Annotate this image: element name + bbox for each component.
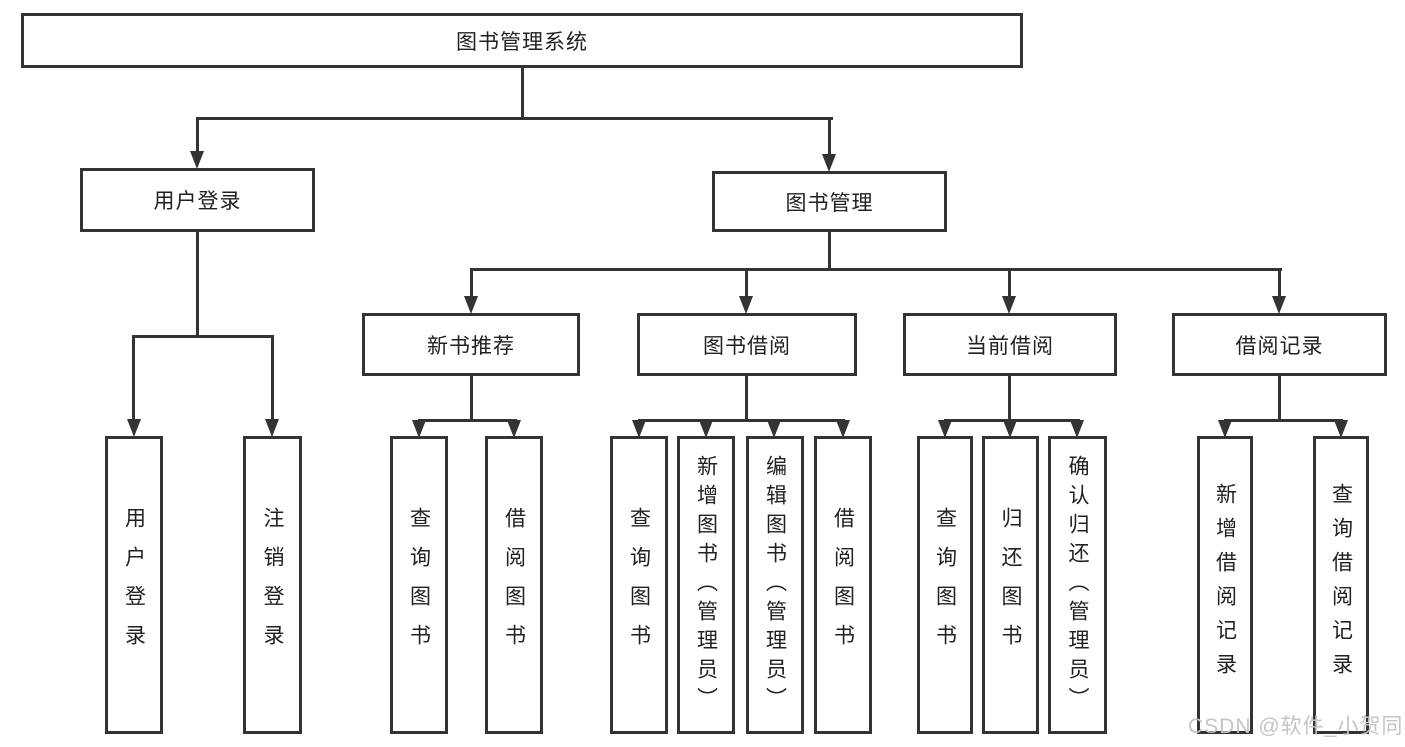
node-root: 图书管理系统: [21, 13, 1023, 68]
arrow-head-borrowing-records: [1272, 296, 1286, 314]
connector-root-drop-right: [828, 117, 831, 156]
arrow-head-user-login: [190, 151, 204, 169]
connector-root-drop-left: [196, 117, 199, 153]
arrow-head-query-books-borrowing: [632, 420, 646, 438]
arrow-head-leaf-user-login: [127, 419, 141, 437]
node-current-borrowing: 当前借阅: [903, 313, 1117, 376]
arrow-head-query-borrow-record: [1334, 420, 1348, 438]
connector-recommend-bar: [418, 419, 517, 422]
arrow-head-book-management: [822, 154, 836, 172]
connector-current-stem: [1008, 374, 1011, 419]
connector-userlogin-drop-1: [132, 335, 135, 420]
node-user-login: 用户登录: [80, 168, 315, 232]
connector-bookmgmt-drop-3: [1008, 268, 1011, 298]
node-book-borrowing: 图书借阅: [637, 313, 857, 376]
connector-bookmgmt-stem: [828, 230, 831, 268]
arrow-head-borrow-books-recommend: [507, 420, 521, 438]
leaf-borrow-books-recommend: 借阅图书: [485, 436, 543, 734]
leaf-confirm-return-admin: 确认归还（管理员）: [1048, 436, 1107, 734]
leaf-borrow-books-borrowing: 借阅图书: [814, 436, 872, 734]
leaf-add-borrow-record: 新增借阅记录: [1197, 436, 1253, 734]
connector-userlogin-stem: [196, 230, 199, 335]
connector-bookmgmt-drop-4: [1278, 268, 1281, 298]
arrow-head-add-books-admin: [699, 420, 713, 438]
node-book-management: 图书管理: [712, 171, 947, 232]
connector-recommend-stem: [470, 374, 473, 419]
connector-borrowing-stem: [745, 374, 748, 419]
arrow-head-book-borrowing: [739, 296, 753, 314]
leaf-edit-books-admin: 编辑图书（管理员）: [746, 436, 804, 734]
leaf-return-books: 归还图书: [982, 436, 1039, 734]
arrow-head-leaf-logout: [265, 419, 279, 437]
arrow-head-confirm-return-admin: [1070, 420, 1084, 438]
connector-root-stem: [521, 66, 524, 119]
connector-bookmgmt-bar: [470, 268, 1282, 271]
arrow-head-new-book-recommend: [464, 296, 478, 314]
node-new-book-recommend: 新书推荐: [362, 313, 580, 376]
arrow-head-add-borrow-record: [1218, 420, 1232, 438]
connector-root-bar: [196, 117, 833, 120]
connector-records-stem: [1278, 374, 1281, 419]
leaf-query-books-borrowing: 查询图书: [610, 436, 668, 734]
connector-bookmgmt-drop-1: [470, 268, 473, 298]
arrow-head-return-books: [1003, 420, 1017, 438]
arrow-head-edit-books-admin: [767, 420, 781, 438]
connector-userlogin-drop-2: [271, 335, 274, 420]
node-borrowing-records: 借阅记录: [1172, 313, 1387, 376]
leaf-user-login: 用户登录: [105, 436, 163, 734]
csdn-watermark: CSDN @软件_小贺同学: [1188, 715, 1405, 738]
leaf-logout: 注销登录: [243, 436, 302, 734]
arrow-head-query-books-recommend: [412, 420, 426, 438]
connector-borrowing-bar: [638, 419, 845, 422]
arrow-head-query-books-current: [938, 420, 952, 438]
leaf-query-borrow-record: 查询借阅记录: [1313, 436, 1369, 734]
leaf-query-books-recommend: 查询图书: [390, 436, 448, 734]
leaf-add-books-admin: 新增图书（管理员）: [677, 436, 735, 734]
arrow-head-borrow-books-borrowing: [836, 420, 850, 438]
connector-bookmgmt-drop-2: [745, 268, 748, 298]
leaf-query-books-current: 查询图书: [917, 436, 973, 734]
arrow-head-current-borrowing: [1002, 296, 1016, 314]
connector-records-bar: [1224, 419, 1343, 422]
connector-userlogin-bar: [132, 335, 274, 338]
